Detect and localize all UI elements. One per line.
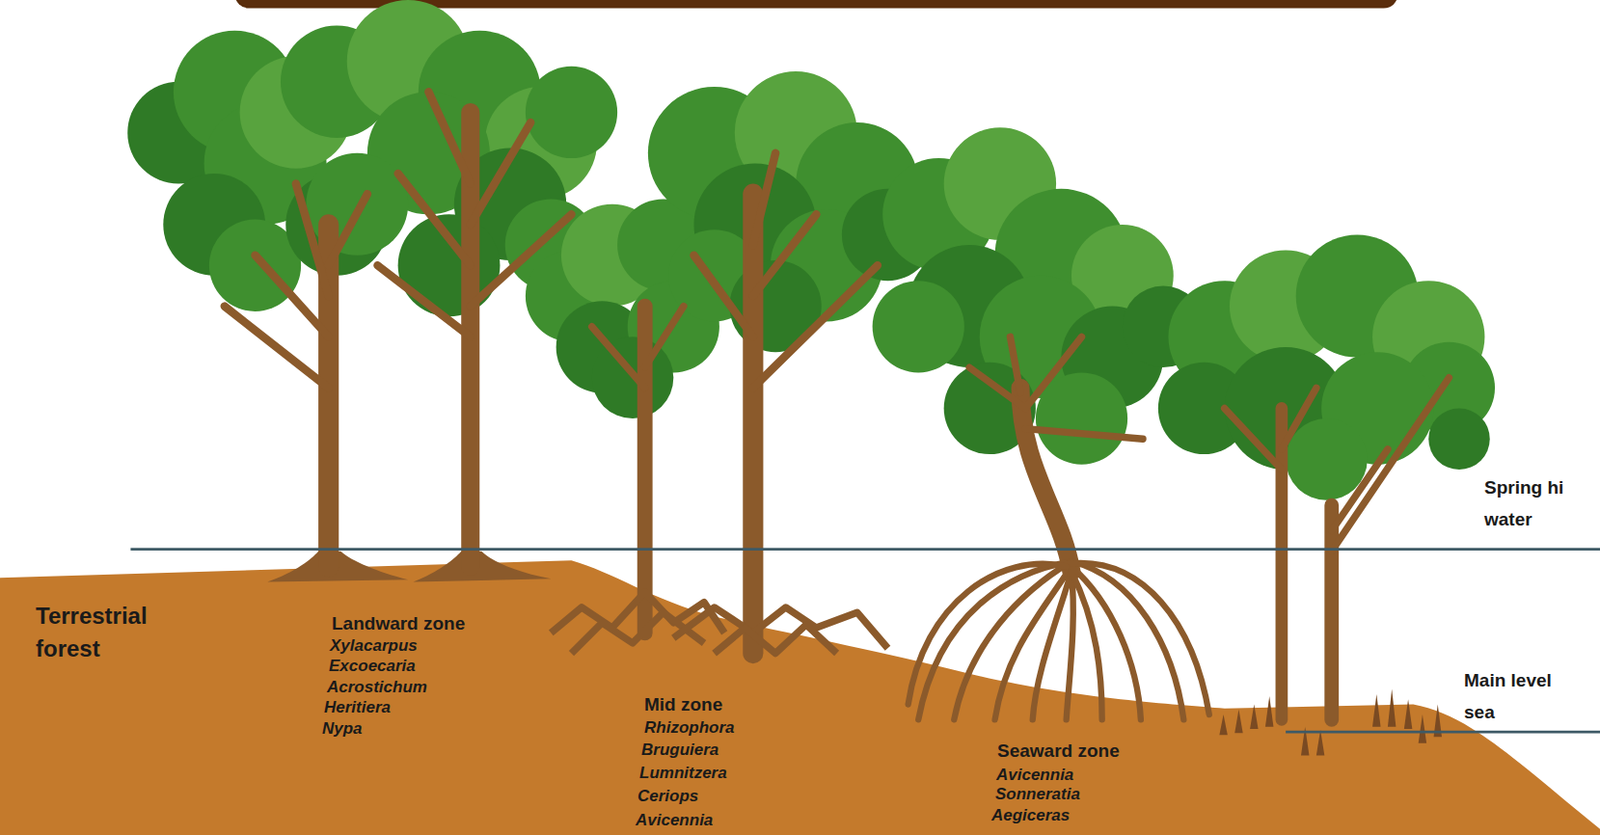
water-level-label: Main level sea [1464,664,1578,729]
species-name: Avicennia [996,765,1074,786]
stilt-roots [550,592,888,654]
species-name: Sonneratia [995,785,1081,805]
species-name: Nypa [322,719,363,739]
zone-heading: Landward zone [331,613,465,635]
zone-heading: Mid zone [644,694,723,716]
trunk [224,91,1450,720]
terrestrial-label: Terrestrial forest [35,599,181,666]
prop-roots [908,561,1210,720]
species-name: Ceriops [637,786,699,807]
species-name: Aegiceras [991,806,1070,826]
species-name: Excoecaria [328,656,416,677]
canopy [525,71,934,419]
species-name: Heritiera [324,698,391,718]
zone-heading: Seaward zone [997,740,1120,762]
species-name: Avicennia [635,811,713,831]
tree-base [413,551,552,583]
species-name: Lumnitzera [639,763,728,784]
water-level-label: Spring hi water [1484,471,1581,536]
ground [0,560,1600,835]
mean-sea-level-line [1285,731,1600,734]
species-name: Rhizophora [644,718,735,738]
species-name: Bruguiera [641,740,719,760]
species-name: Xylacarpus [329,636,418,656]
canopy [872,127,1205,464]
canopy [1158,234,1495,500]
species-name: Acrostichum [326,677,428,698]
spring-high-water-line [130,547,1600,551]
pneumatophores [1219,689,1442,757]
